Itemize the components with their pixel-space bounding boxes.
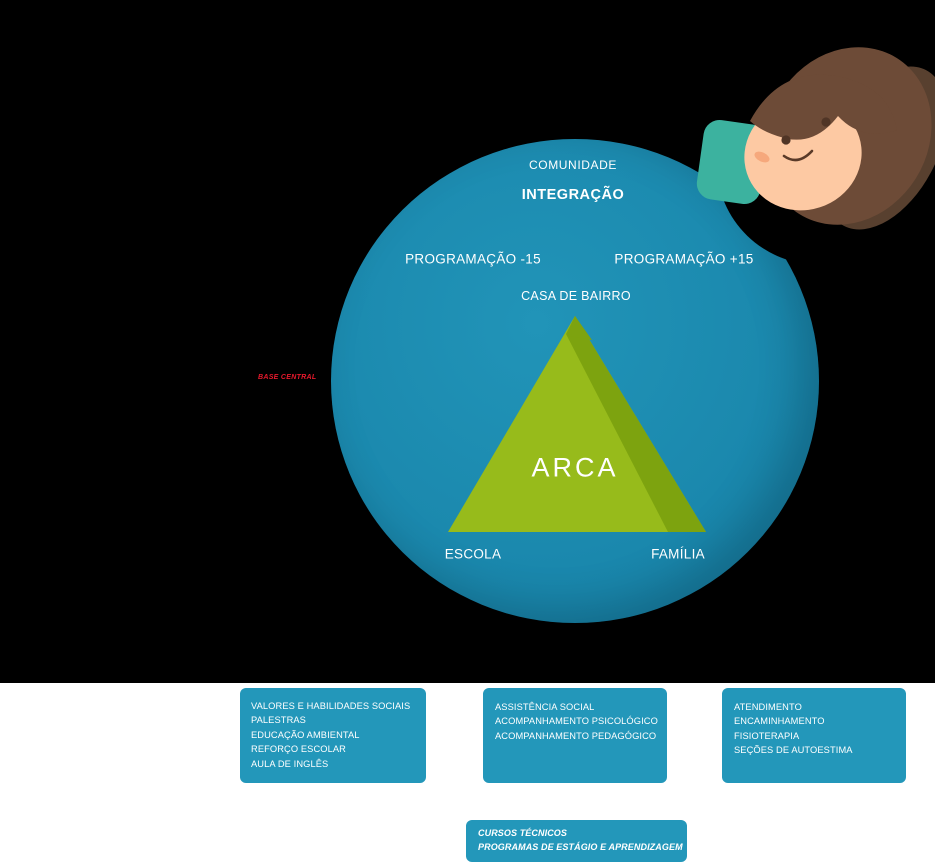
service-item: SEÇÕES DE AUTOESTIMA [734, 745, 853, 756]
service-item: ASSISTÊNCIA SOCIAL [495, 702, 595, 712]
service-item: VALORES E HABILIDADES SOCIAIS [251, 701, 411, 711]
family-label: FAMÍLIA [651, 546, 705, 562]
program-plus-15-label: PROGRAMAÇÃO +15 [614, 251, 754, 267]
services-box-right: ATENDIMENTO ENCAMINHAMENTO FISIOTERAPIA … [722, 688, 906, 783]
service-item: ATENDIMENTO [734, 702, 802, 712]
service-item: CURSOS TÉCNICOS [478, 828, 568, 838]
boy-hair-dark-icon [823, 66, 935, 230]
service-item: FISIOTERAPIA [734, 730, 800, 741]
arca-title: ARCA [531, 452, 619, 483]
casa-de-bairro-label: CASA DE BAIRRO [521, 289, 631, 303]
community-label: COMUNIDADE [528, 158, 618, 172]
boy-eye-left-icon [781, 135, 791, 145]
service-item: PROGRAMAS DE ESTÁGIO E APRENDIZAGEM [478, 841, 683, 852]
community-circle [331, 139, 819, 623]
boy-fringe-icon [750, 74, 897, 140]
integration-label: INTEGRAÇÃO [521, 187, 625, 203]
program-minus-15-label: PROGRAMAÇÃO -15 [405, 251, 541, 267]
service-item: ACOMPANHAMENTO PSICOLÓGICO [495, 716, 658, 727]
services-box-center: ASSISTÊNCIA SOCIAL ACOMPANHAMENTO PSICOL… [483, 688, 667, 783]
boy-blush-icon [754, 151, 770, 163]
service-item: ENCAMINHAMENTO [734, 716, 825, 727]
service-item: REFORÇO ESCOLAR [251, 744, 346, 755]
service-item: EDUCAÇÃO AMBIENTAL [251, 729, 360, 740]
service-item: ACOMPANHAMENTO PEDAGÓGICO [495, 730, 657, 741]
service-item: AULA DE INGLÊS [251, 758, 329, 769]
boy-smile-icon [782, 149, 814, 162]
courses-box-bottom: CURSOS TÉCNICOS PROGRAMAS DE ESTÁGIO E A… [466, 820, 687, 862]
school-label: ESCOLA [444, 546, 502, 562]
service-item: PALESTRAS [251, 715, 306, 726]
services-box-left: VALORES E HABILIDADES SOCIAIS PALESTRAS … [240, 688, 426, 783]
boy-face-icon [744, 99, 862, 211]
base-central-label: BASE CENTRAL [258, 374, 317, 381]
boy-hair-icon [764, 47, 932, 225]
boy-eye-right-icon [821, 117, 831, 127]
